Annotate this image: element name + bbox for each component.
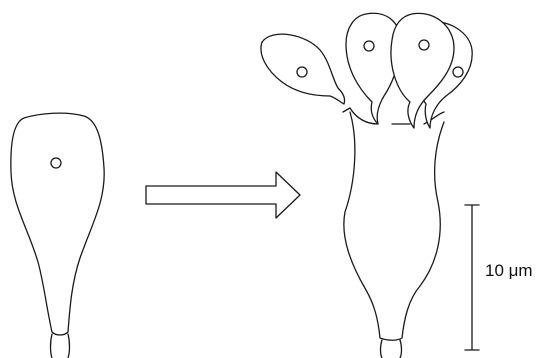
transition-arrow	[146, 172, 300, 218]
parent-cell-stalk	[51, 334, 70, 358]
parent-cell-body	[11, 113, 104, 335]
dividing-cell-body	[344, 112, 444, 340]
dividing-cell-stalk	[381, 340, 402, 358]
scale-bar: 10 μm	[465, 205, 533, 350]
daughter-cell-3	[391, 13, 454, 128]
scale-bar-label: 10 μm	[485, 261, 533, 280]
dividing-cell	[261, 13, 472, 358]
daughter-cell-1	[261, 34, 345, 104]
parent-cell	[11, 113, 104, 358]
parent-cell-nucleus	[51, 158, 61, 168]
